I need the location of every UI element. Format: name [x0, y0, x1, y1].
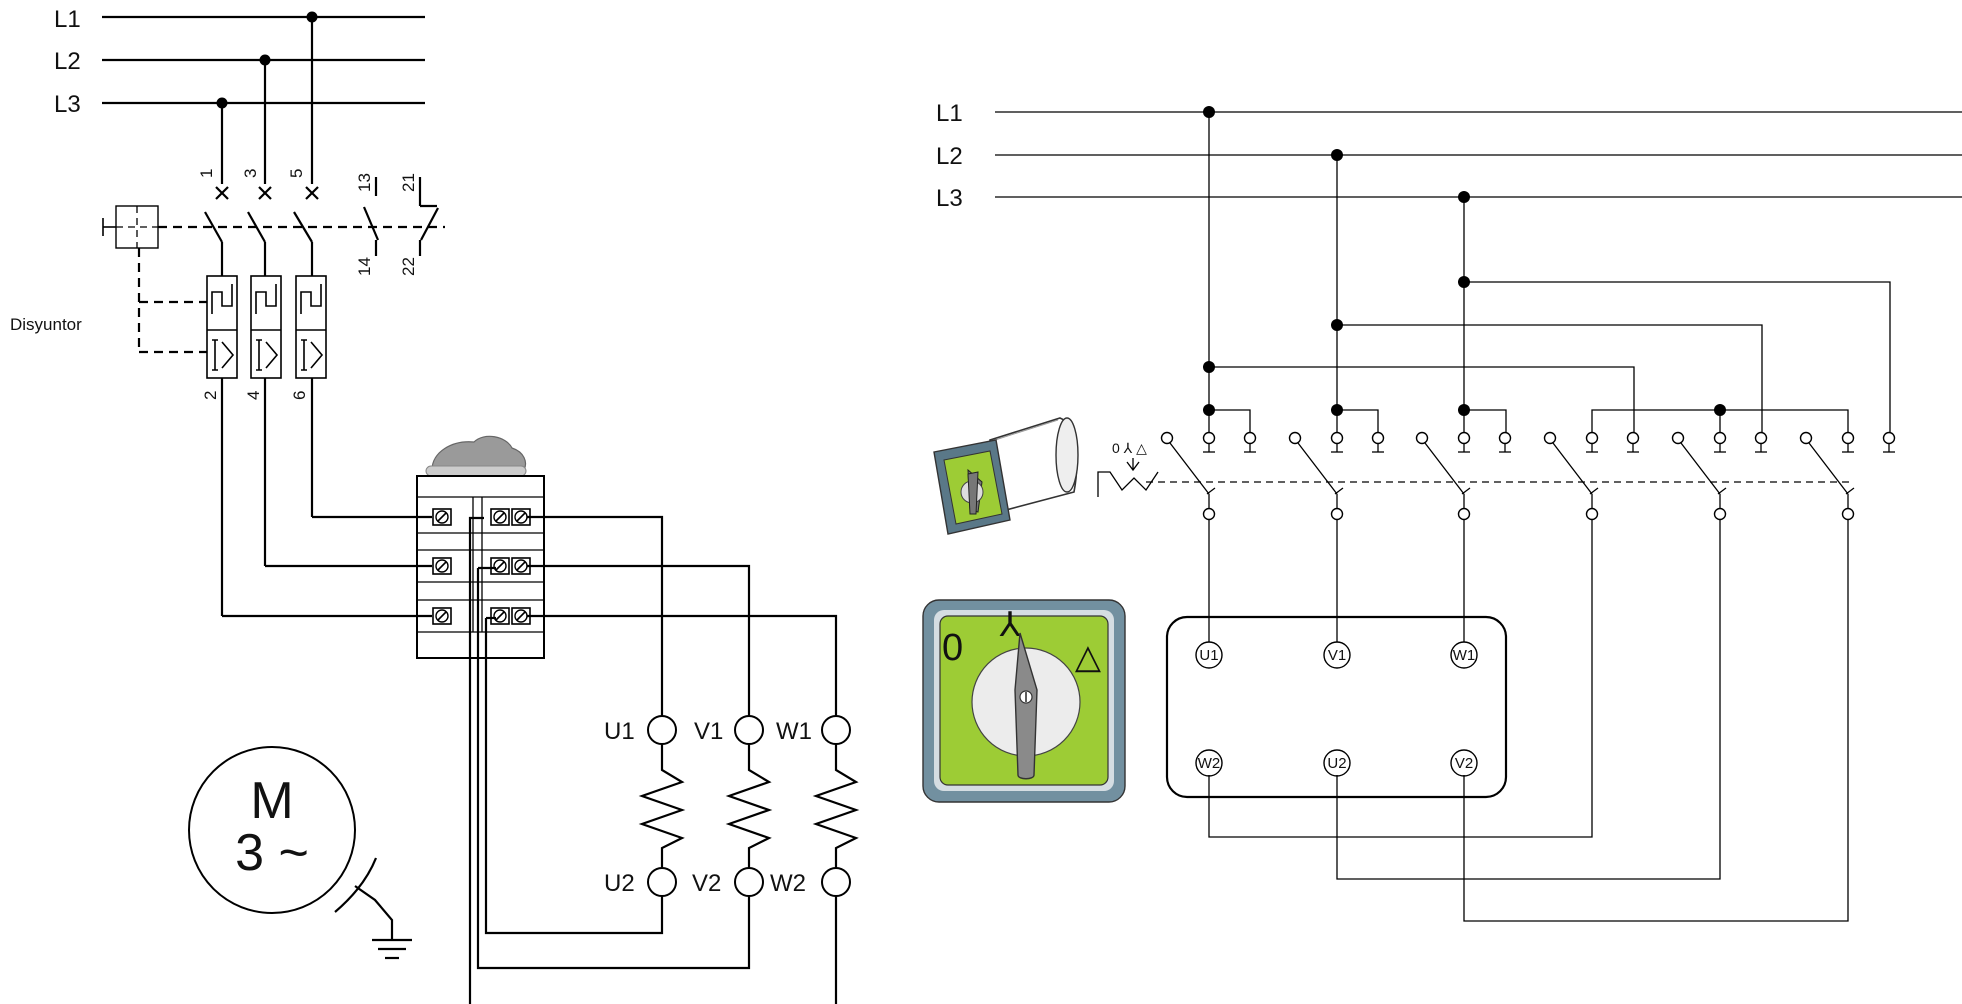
right-supply-lines: L1 L2 L3	[936, 100, 1962, 212]
aux-number-22: 22	[399, 257, 418, 276]
cam-contact-terminal	[1330, 431, 1344, 445]
terminal-label-u2: U2	[1327, 755, 1346, 772]
motor-circle	[188, 746, 356, 914]
aux-number-13: 13	[355, 173, 374, 192]
selector-handle-icon	[1014, 632, 1038, 780]
right-phase-label-l1: L1	[936, 100, 963, 127]
left-phase-label-l2: L2	[54, 48, 81, 75]
motor-symbol: M 3 ~	[188, 746, 412, 960]
cam-contact-terminal	[1160, 431, 1174, 445]
cam-contact-common	[1457, 507, 1471, 521]
terminal-label-w2: W2	[1198, 755, 1221, 772]
cam-contact-terminal	[1202, 431, 1216, 445]
winding-label-v1: V1	[694, 718, 723, 745]
left-wiring	[222, 515, 838, 1004]
terminal-label-v1: V1	[1328, 647, 1346, 664]
selector-star-mark: ⅄	[999, 606, 1021, 644]
motor-letter: M	[250, 772, 293, 830]
right-phase-label-l3: L3	[936, 185, 963, 212]
cam-contact-common	[1202, 507, 1216, 521]
left-phase-label-l1: L1	[54, 6, 81, 33]
winding-label-v2: V2	[692, 870, 721, 897]
switch-operator-symbol: 0 ⅄ △	[1097, 440, 1850, 497]
cam-switch-contacts	[1160, 431, 1896, 521]
auxiliary-contacts: 13 14 21 22	[355, 173, 439, 276]
breaker-push-actuator	[102, 205, 159, 249]
cam-contact-terminal	[1671, 431, 1685, 445]
ground-icon	[354, 885, 412, 960]
pole-number-3: 3	[241, 169, 260, 178]
cam-contact-terminal	[1626, 431, 1640, 445]
cam-contact-terminal	[1754, 431, 1768, 445]
right-wiring	[1208, 520, 1849, 922]
aux-number-21: 21	[399, 173, 418, 192]
motor-phases: 3 ~	[235, 824, 309, 882]
cam-contact-terminal	[1799, 431, 1813, 445]
cam-contact-terminal	[1457, 431, 1471, 445]
left-phase-label-l3: L3	[54, 91, 81, 118]
cam-switch-body	[416, 435, 545, 659]
cam-contact-common	[1841, 507, 1855, 521]
selector-switch-3d	[933, 417, 1079, 535]
breaker-label: Disyuntor	[10, 315, 82, 334]
terminal-label-u1: U1	[1199, 647, 1218, 664]
cam-contact-terminal	[1713, 431, 1727, 445]
cam-contact-common	[1713, 507, 1727, 521]
cam-contact-terminal	[1243, 431, 1257, 445]
winding-label-u2: U2	[604, 870, 635, 897]
switch-position-marks: 0 ⅄ △	[1112, 440, 1147, 456]
selector-off-mark: 0	[942, 627, 963, 669]
cam-contact-common	[1585, 507, 1599, 521]
cam-contact-common	[1330, 507, 1344, 521]
cam-contact-terminal	[1415, 431, 1429, 445]
right-distribution	[1203, 106, 1891, 442]
pole-number-6: 6	[290, 391, 309, 400]
selector-delta-mark: △	[1075, 638, 1102, 676]
aux-number-14: 14	[355, 257, 374, 276]
right-phase-label-l2: L2	[936, 143, 963, 170]
cam-contact-terminal	[1841, 431, 1855, 445]
cam-contact-terminal	[1543, 431, 1557, 445]
pole-number-1: 1	[197, 169, 216, 178]
pole-number-4: 4	[244, 391, 263, 400]
winding-label-u1: U1	[604, 718, 635, 745]
pole-number-2: 2	[201, 391, 220, 400]
motor-windings: U1 V1 W1 U2 V2 W2	[604, 715, 860, 897]
cam-contact-terminal	[1288, 431, 1302, 445]
terminal-label-w1: W1	[1453, 647, 1476, 664]
cam-contact-terminal	[1585, 431, 1599, 445]
cam-contact-terminal	[1371, 431, 1385, 445]
winding-label-w2: W2	[770, 870, 806, 897]
cam-contact-terminal	[1498, 431, 1512, 445]
left-supply-lines: L1 L2 L3	[54, 6, 425, 184]
selector-front-plate: 0 ⅄ △	[922, 599, 1126, 803]
winding-label-w1: W1	[776, 718, 812, 745]
switch-knob-icon	[431, 435, 527, 471]
terminal-label-v2: V2	[1455, 755, 1473, 772]
left-diagram: L1 L2 L3 1 3 5	[10, 6, 860, 1004]
cam-contact-terminal	[1882, 431, 1896, 445]
right-diagram: L1 L2 L3	[922, 100, 1962, 922]
screw-terminals	[432, 508, 531, 625]
circuit-breaker: 1 3 5 2	[10, 169, 445, 616]
pole-number-5: 5	[287, 169, 306, 178]
